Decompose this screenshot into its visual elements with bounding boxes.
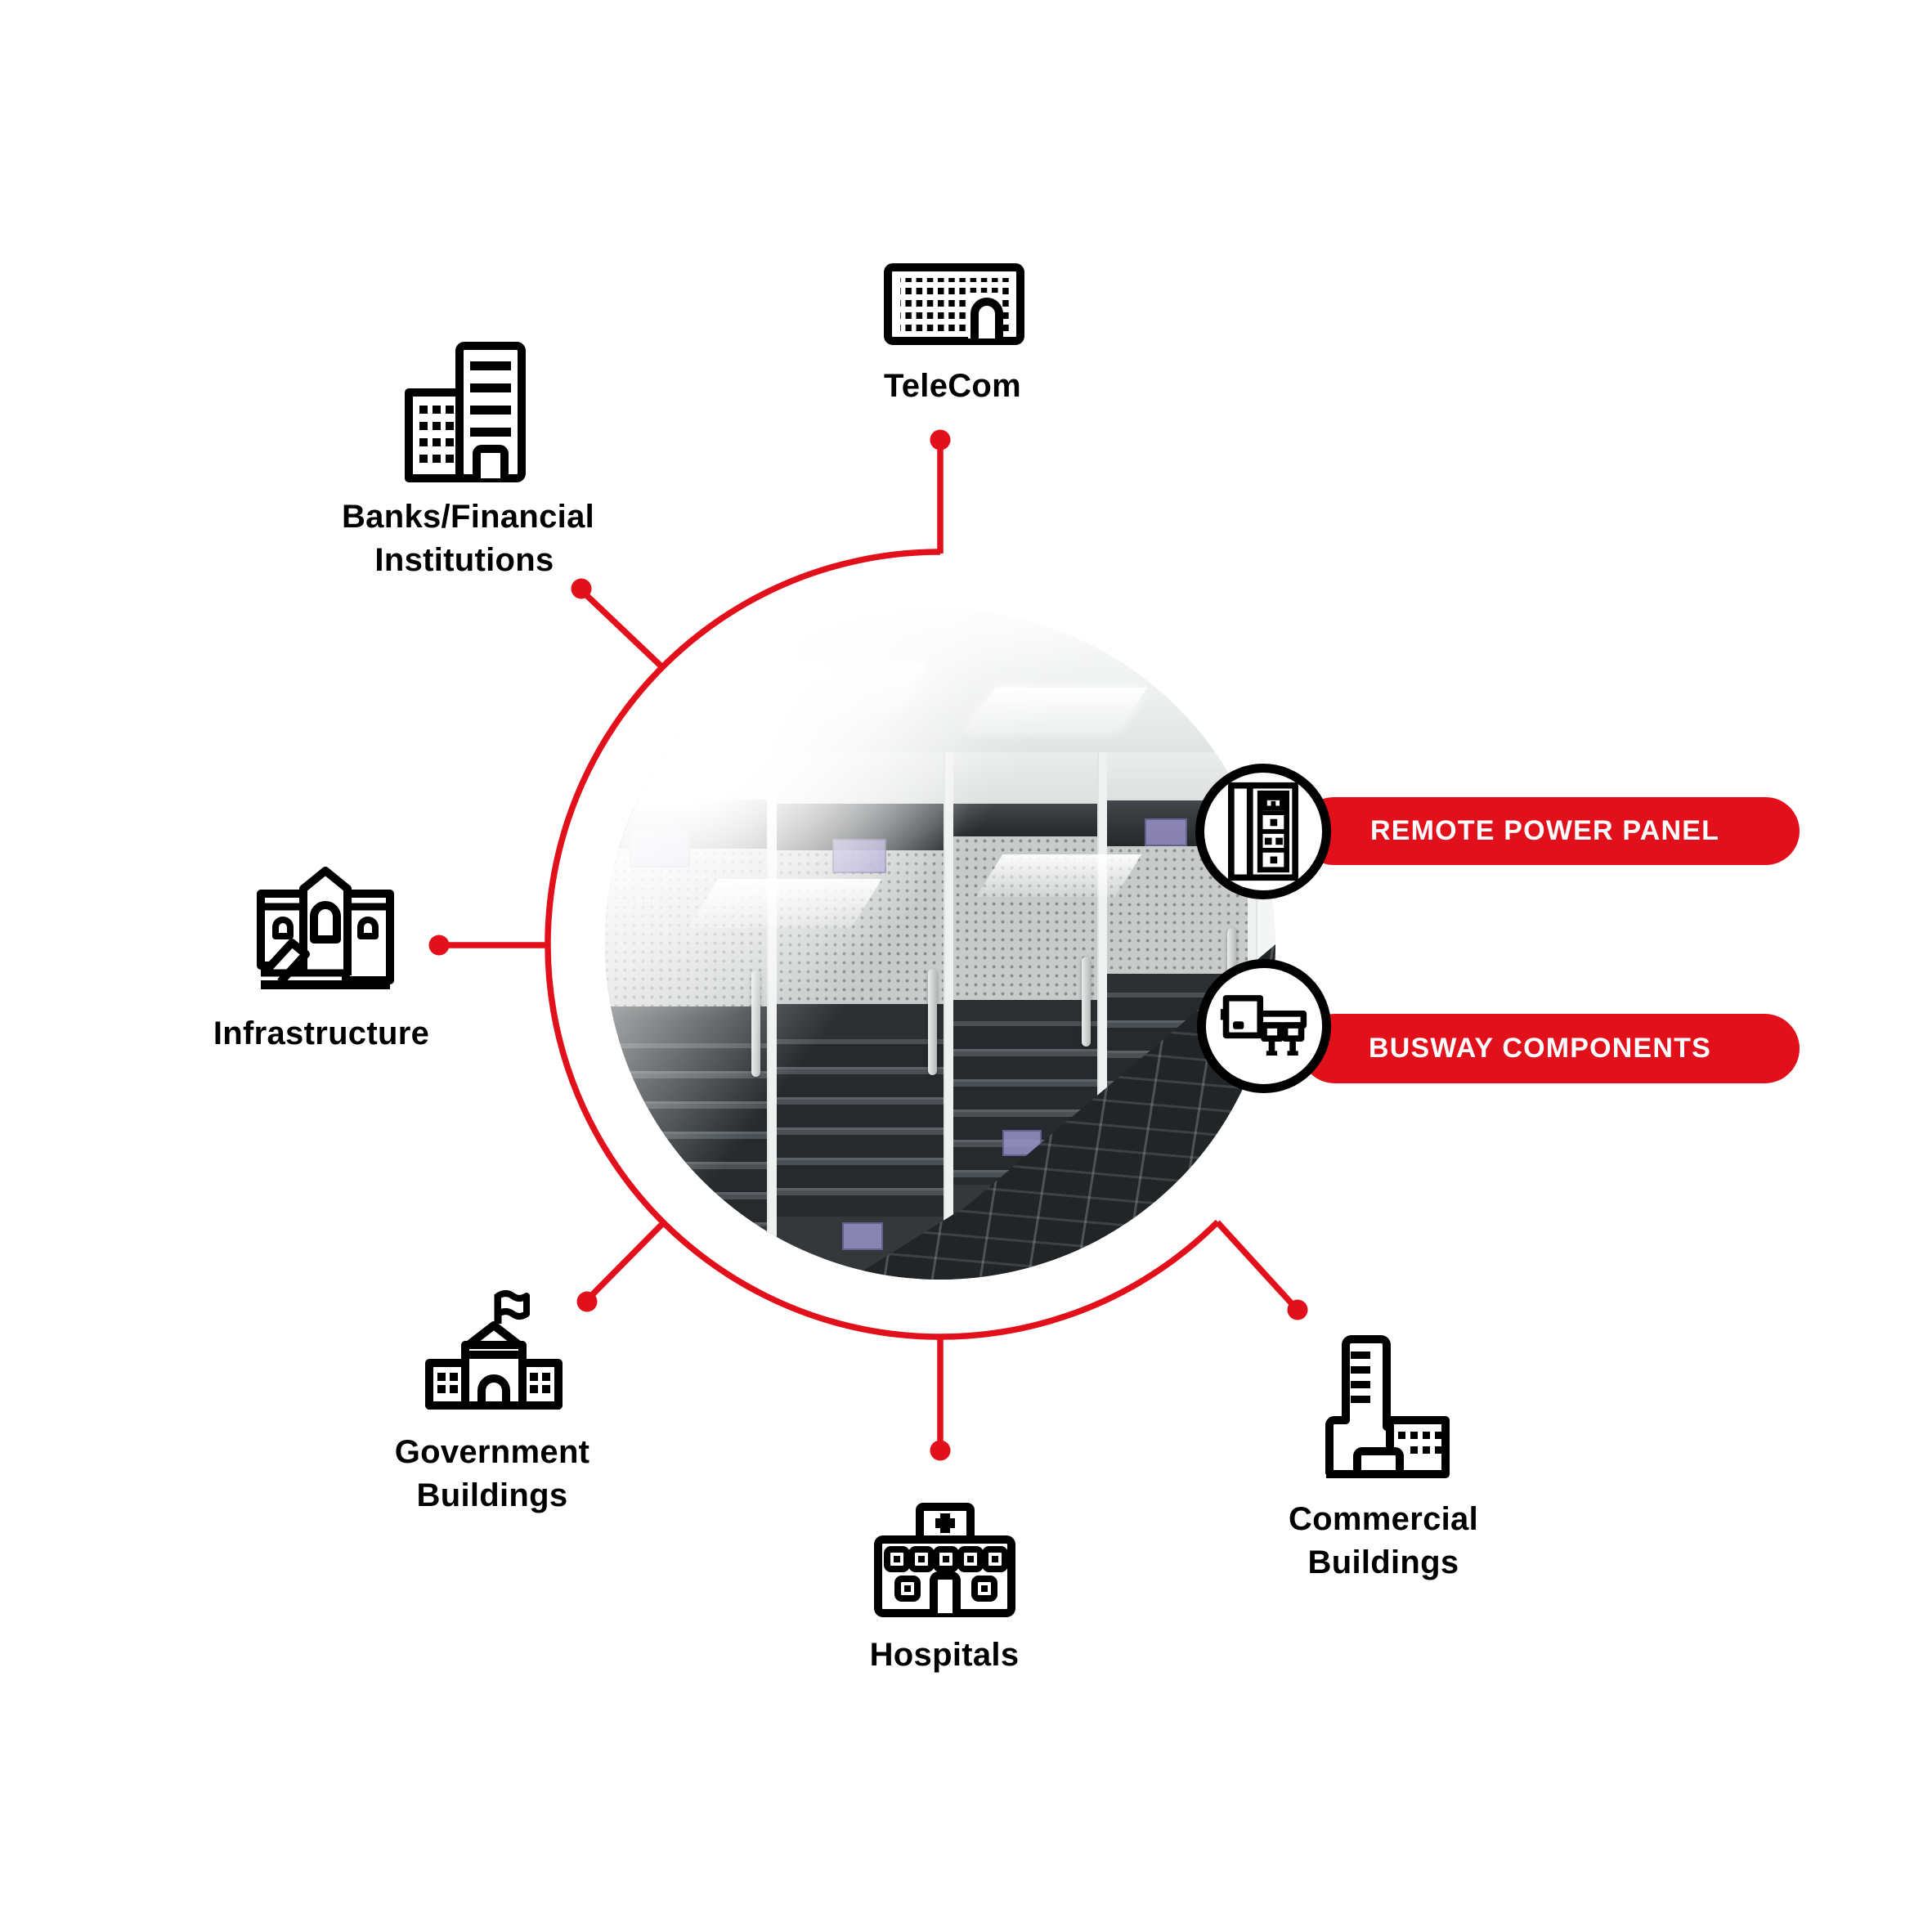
connector-government (585, 1221, 666, 1302)
label-hospitals: Hospitals (869, 1637, 1020, 1673)
orbit-arc (545, 549, 1221, 1340)
dot-banks (571, 578, 592, 599)
dot-hospitals (930, 1440, 951, 1461)
remote-power-panel-badge: REMOTE POWER PANEL (1300, 797, 1800, 865)
government-building-icon (425, 1290, 563, 1410)
infrastructure-icon (257, 867, 394, 989)
data-center-photo (605, 609, 1275, 1280)
dot-commercial (1287, 1299, 1308, 1320)
power-panel-icon (1228, 782, 1298, 881)
remote-power-panel-label: REMOTE POWER PANEL (1370, 815, 1720, 846)
connector-commercial (1215, 1220, 1298, 1311)
busway-components-label: BUSWAY COMPONENTS (1369, 1033, 1712, 1064)
remote-power-panel-circle (1195, 764, 1331, 899)
label-infrastructure: Infrastructure (213, 1015, 430, 1051)
hospital-building-icon (874, 1503, 1015, 1617)
busway-icon (1220, 995, 1307, 1056)
commercial-buildings-icon (1325, 1335, 1450, 1478)
label-commercial: Commercial Buildings (1289, 1501, 1478, 1580)
telecom-building-icon (884, 263, 1024, 345)
dot-government (576, 1291, 598, 1312)
dot-infrastructure (428, 935, 450, 956)
label-telecom: TeleCom (883, 368, 1022, 404)
busway-components-circle (1197, 959, 1331, 1093)
photo-white-fade (605, 609, 1275, 1280)
connector-banks (579, 588, 666, 670)
label-government: Government Buildings (394, 1434, 590, 1513)
label-banks: Banks/Financial Institutions (342, 499, 595, 578)
dot-telecom (930, 429, 951, 451)
busway-components-badge: BUSWAY COMPONENTS (1300, 1014, 1800, 1083)
bank-buildings-icon (405, 342, 526, 482)
